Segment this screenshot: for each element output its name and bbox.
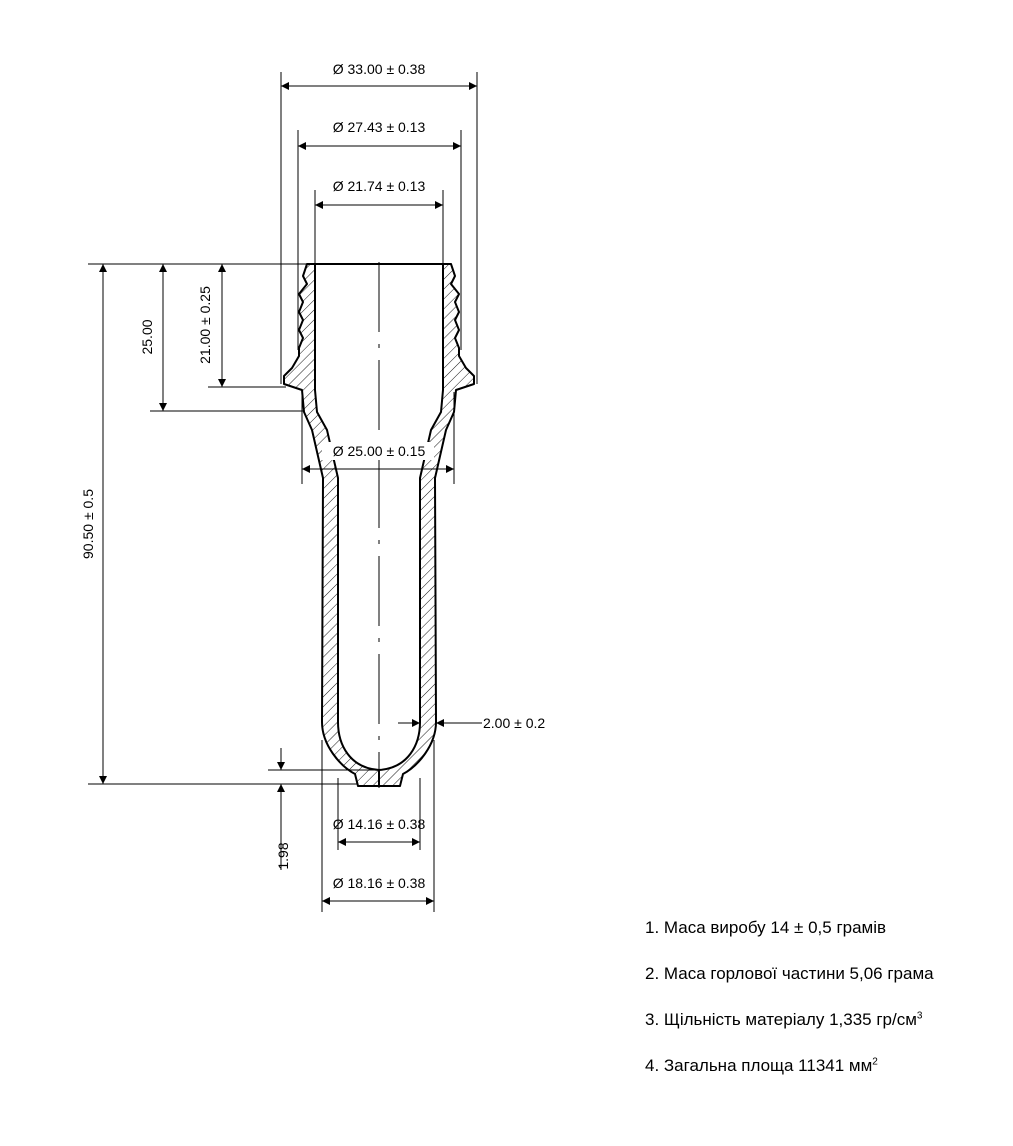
dim-wall-thickness: 2.00 ± 0.2 — [398, 715, 545, 731]
notes-list: 1. Маса виробу 14 ± 0,5 грамів 2. Маса г… — [645, 916, 934, 1100]
dim-thread-height: 21.00 ± 0.25 — [197, 264, 286, 388]
note-superscript: 3 — [916, 1010, 923, 1022]
dim-overall-length: 90.50 ± 0.5 — [80, 263, 358, 785]
overall-length-label: 90.50 ± 0.5 — [80, 489, 96, 559]
bore-diameter-label: Ø 21.74 ± 0.13 — [333, 178, 426, 194]
dim-base-thickness: 1.98 — [268, 748, 379, 870]
body-outer-diameter-label: Ø 18.16 ± 0.38 — [333, 875, 426, 891]
neck-height-label: 25.00 — [139, 319, 155, 354]
preform-left-wall — [283, 263, 380, 787]
note-superscript: 2 — [872, 1056, 878, 1068]
dim-outer-flange: Ø 33.00 ± 0.38 — [280, 61, 478, 384]
thread-height-label: 21.00 ± 0.25 — [197, 286, 213, 364]
body-inner-diameter-label: Ø 14.16 ± 0.38 — [333, 816, 426, 832]
preform-right-wall — [378, 263, 475, 787]
base-thickness-label: 1.98 — [275, 842, 291, 869]
preform-section — [283, 262, 475, 788]
note-item: 2. Маса горлової частини 5,06 грама — [645, 962, 934, 986]
dim-body-outer: Ø 18.16 ± 0.38 — [321, 740, 435, 912]
note-item: 3. Щільність матеріалу 1,335 гр/см3 — [645, 1008, 934, 1032]
note-text: 1. Маса виробу 14 ± 0,5 грамів — [645, 918, 887, 937]
dim-bore: Ø 21.74 ± 0.13 — [314, 178, 444, 264]
outer-flange-diameter-label: Ø 33.00 ± 0.38 — [333, 61, 426, 77]
dim-thread: Ø 27.43 ± 0.13 — [297, 119, 462, 350]
wall-thickness-label: 2.00 ± 0.2 — [483, 715, 545, 731]
note-text: 4. Загальна площа 11341 мм — [645, 1056, 873, 1075]
note-text: 2. Маса горлової частини 5,06 грама — [645, 964, 934, 983]
neck-ring-diameter-label: Ø 25.00 ± 0.15 — [333, 443, 426, 459]
note-item: 4. Загальна площа 11341 мм2 — [645, 1054, 934, 1078]
thread-diameter-label: Ø 27.43 ± 0.13 — [333, 119, 426, 135]
dim-neck-height: 25.00 — [139, 264, 304, 412]
dim-neck-ring: Ø 25.00 ± 0.15 — [301, 392, 455, 484]
note-item: 1. Маса виробу 14 ± 0,5 грамів — [645, 916, 934, 940]
dim-body-inner: Ø 14.16 ± 0.38 — [333, 778, 426, 850]
note-text: 3. Щільність матеріалу 1,335 гр/см — [645, 1010, 917, 1029]
